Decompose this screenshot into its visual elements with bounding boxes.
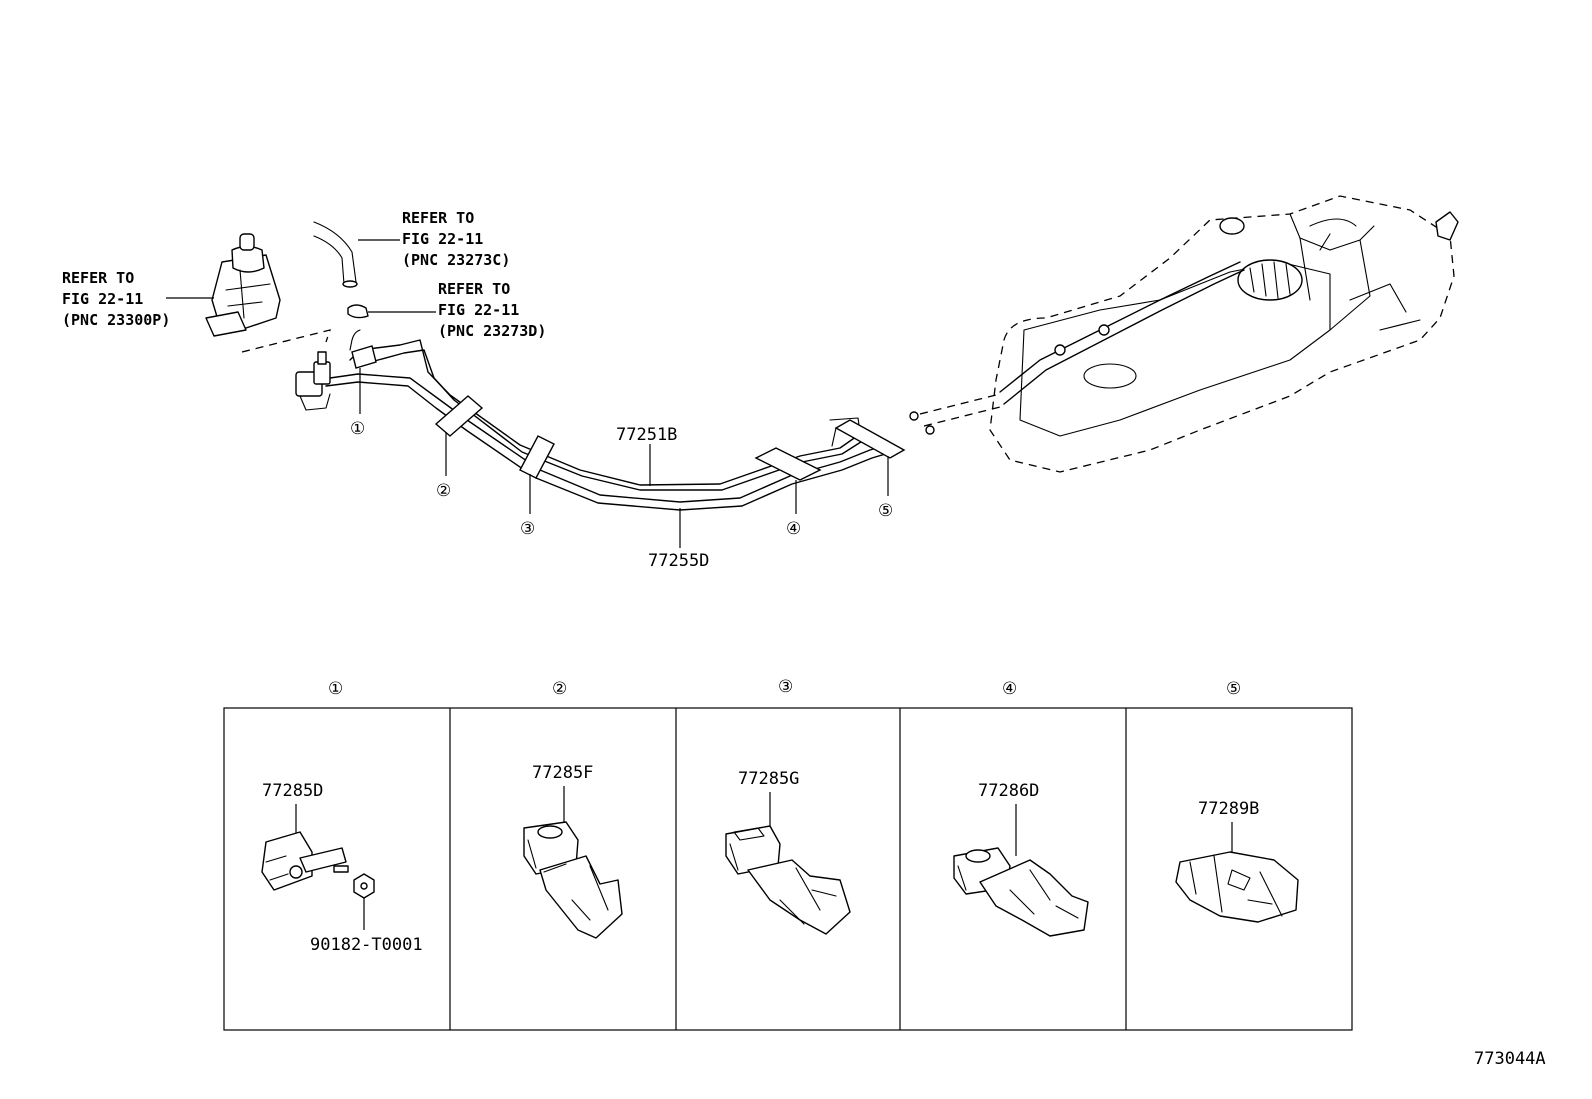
clamp-77289B-part[interactable] <box>1175 851 1299 923</box>
clamp-4-location[interactable] <box>754 447 822 481</box>
clamp-2-location[interactable] <box>434 395 484 437</box>
valve-part[interactable] <box>295 351 331 411</box>
clamp-77286D-part[interactable] <box>953 847 1089 937</box>
panel-1-part-label: 77285D <box>262 781 323 801</box>
clamp-panels-table <box>223 707 1353 1031</box>
canister-mount-dash <box>241 329 331 353</box>
refer-left-line3: (PNC 23300P) <box>62 311 170 329</box>
refer-left-line1: REFER TO <box>62 269 134 287</box>
circled-number-4: ④ <box>786 519 801 539</box>
part-label-77255D: 77255D <box>648 551 709 571</box>
clamp-77285G-part[interactable] <box>725 825 851 935</box>
refer-top-line2: FIG 22-11 <box>402 230 483 248</box>
clamp-77285D-part[interactable] <box>261 831 349 891</box>
hose-clamp-part[interactable] <box>347 304 369 319</box>
clamp-3-location[interactable] <box>519 435 555 479</box>
panel-4-index: ④ <box>1002 679 1017 699</box>
panel-2-part-label: 77285F <box>532 763 593 783</box>
clamp-1-location[interactable] <box>351 345 377 369</box>
circled-number-2: ② <box>436 481 451 501</box>
clamp-77285F-part[interactable] <box>523 821 623 939</box>
circled-number-5: ⑤ <box>878 501 893 521</box>
panel-1-sub-part-label: 90182-T0001 <box>310 935 423 955</box>
panel-3-index: ③ <box>778 677 793 697</box>
top-hose-part[interactable] <box>313 221 358 288</box>
panel-3-part-label: 77285G <box>738 769 799 789</box>
refer-top-line1: REFER TO <box>402 209 474 227</box>
refer-top-line3: (PNC 23273C) <box>402 251 510 269</box>
refer-mid-line3: (PNC 23273D) <box>438 322 546 340</box>
panel-2-index: ② <box>552 679 567 699</box>
refer-mid-line1: REFER TO <box>438 280 510 298</box>
circled-number-1: ① <box>350 419 365 439</box>
canister-part[interactable] <box>205 233 281 337</box>
panel-5-part-label: 77289B <box>1198 799 1259 819</box>
panel-1-index: ① <box>328 679 343 699</box>
part-label-77251B: 77251B <box>616 425 677 445</box>
refer-mid-line2: FIG 22-11 <box>438 301 519 319</box>
fuel-tank-part[interactable] <box>909 195 1459 473</box>
nut-90182-T0001-part[interactable] <box>353 873 375 899</box>
circled-number-3: ③ <box>520 519 535 539</box>
fuel-tube-77255D[interactable] <box>325 373 893 511</box>
clamp-5-location[interactable] <box>834 419 906 459</box>
figure-id: 773044A <box>1474 1049 1546 1069</box>
panel-4-part-label: 77286D <box>978 781 1039 801</box>
refer-left-line2: FIG 22-11 <box>62 290 143 308</box>
panel-5-index: ⑤ <box>1226 679 1241 699</box>
